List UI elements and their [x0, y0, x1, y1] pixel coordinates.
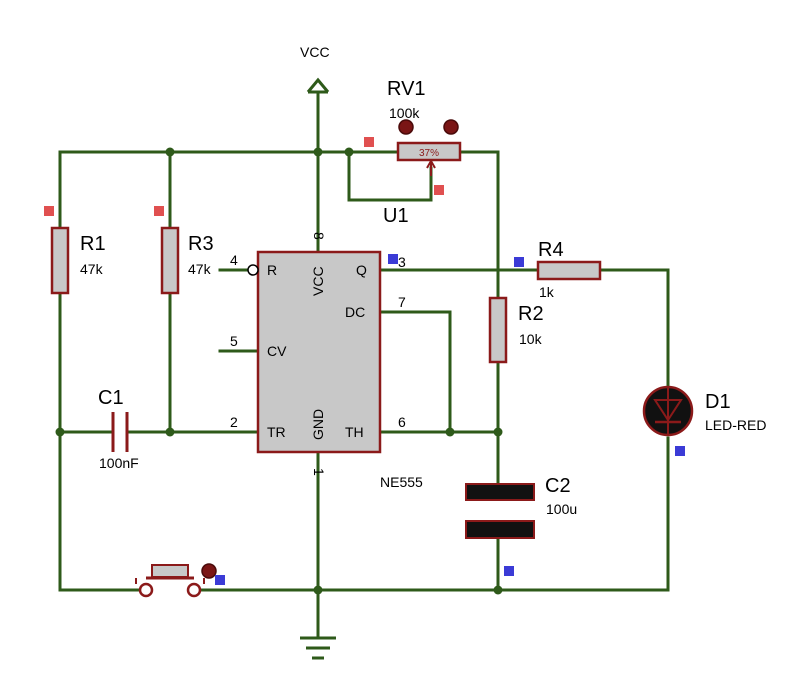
capacitor-c2[interactable]: C2 100u: [465, 475, 577, 539]
vcc-terminal: VCC: [300, 44, 330, 94]
c2-value: 100u: [546, 501, 577, 517]
pin-number-5: 5: [230, 333, 238, 349]
junction-dot: [313, 585, 323, 595]
blue-probe-marker: [215, 575, 225, 585]
pin-label-tr: TR: [267, 424, 286, 440]
rv1-knob-right[interactable]: [443, 119, 459, 135]
d1-value: LED-RED: [705, 417, 766, 433]
capacitor-c1[interactable]: C1 100nF: [98, 387, 139, 471]
pin-number-6: 6: [398, 414, 406, 430]
c1-value: 100nF: [99, 455, 139, 471]
blue-probe-marker: [504, 566, 514, 576]
ground-icon: [300, 636, 336, 660]
r1-name: R1: [80, 233, 106, 255]
u1-name: U1: [383, 205, 409, 227]
red-probe-marker: [154, 206, 164, 216]
c1-name: C1: [98, 387, 124, 409]
junction-dot: [493, 585, 503, 595]
blue-probe-marker: [675, 446, 685, 456]
pin-label-dc: DC: [345, 304, 365, 320]
resistor-r3[interactable]: R3 47k: [160, 226, 214, 295]
r1-value: 47k: [80, 261, 104, 277]
rv1-value: 100k: [389, 105, 420, 121]
blue-probe-marker: [514, 257, 524, 267]
d1-name: D1: [705, 391, 731, 413]
pushbutton-actuator[interactable]: [201, 563, 217, 579]
red-probe-marker: [434, 185, 444, 195]
resistor-r2[interactable]: R2 10k: [488, 296, 544, 364]
junction-dot: [55, 427, 65, 437]
pin-number-2: 2: [230, 414, 238, 430]
red-probe-marker: [44, 206, 54, 216]
reset-inversion-bubble: [247, 264, 259, 276]
led-d1[interactable]: D1 LED-RED: [642, 385, 766, 437]
led-diode-icon: [653, 388, 683, 434]
junction-dot: [344, 147, 354, 157]
r2-value: 10k: [519, 331, 543, 347]
pin-label-r: R: [267, 262, 277, 278]
pin-label-q: Q: [356, 262, 367, 278]
u1-part: NE555: [380, 474, 423, 490]
junctions: [55, 147, 503, 595]
pin-label-cv: CV: [267, 343, 287, 359]
junction-dot: [165, 427, 175, 437]
r4-value: 1k: [539, 284, 555, 300]
rv1-knob-left[interactable]: [398, 119, 414, 135]
r3-name: R3: [188, 233, 214, 255]
pin-number-3: 3: [398, 254, 406, 270]
c2-name: C2: [545, 475, 571, 497]
r4-name: R4: [538, 239, 564, 261]
vcc-arrow-icon: [306, 77, 330, 94]
junction-dot: [445, 427, 455, 437]
pin-number-4: 4: [230, 252, 238, 268]
red-probe-marker: [364, 137, 374, 147]
pin-label-gnd: GND: [310, 409, 326, 440]
pushbutton-icon[interactable]: [135, 563, 217, 598]
r3-value: 47k: [188, 261, 212, 277]
pin-number-8: 8: [311, 232, 327, 240]
rv1-percent: 37%: [419, 148, 439, 159]
pin-label-vcc: VCC: [310, 266, 326, 296]
vcc-label: VCC: [300, 44, 330, 60]
pin-number-7: 7: [398, 294, 406, 310]
blue-probe-markers: [215, 254, 685, 585]
pin-label-th: TH: [345, 424, 364, 440]
rv1-name: RV1: [387, 78, 426, 100]
blue-probe-marker: [388, 254, 398, 264]
resistor-r1[interactable]: R1 47k: [50, 226, 106, 295]
junction-dot: [493, 427, 503, 437]
pin-number-1: 1: [311, 468, 327, 476]
potentiometer-rv1[interactable]: 37% RV1 100k: [387, 78, 462, 176]
r2-name: R2: [518, 303, 544, 325]
junction-dot: [165, 147, 175, 157]
red-probe-markers: [44, 137, 444, 216]
junction-dot: [313, 147, 323, 157]
wires: [58, 90, 670, 640]
resistor-r4[interactable]: R4 1k: [536, 239, 602, 300]
wiper-arrow-icon: [426, 158, 436, 176]
ic-ne555[interactable]: R CV TR Q DC TH VCC GND 4 5 2 3 7 6 8 1 …: [230, 205, 423, 490]
